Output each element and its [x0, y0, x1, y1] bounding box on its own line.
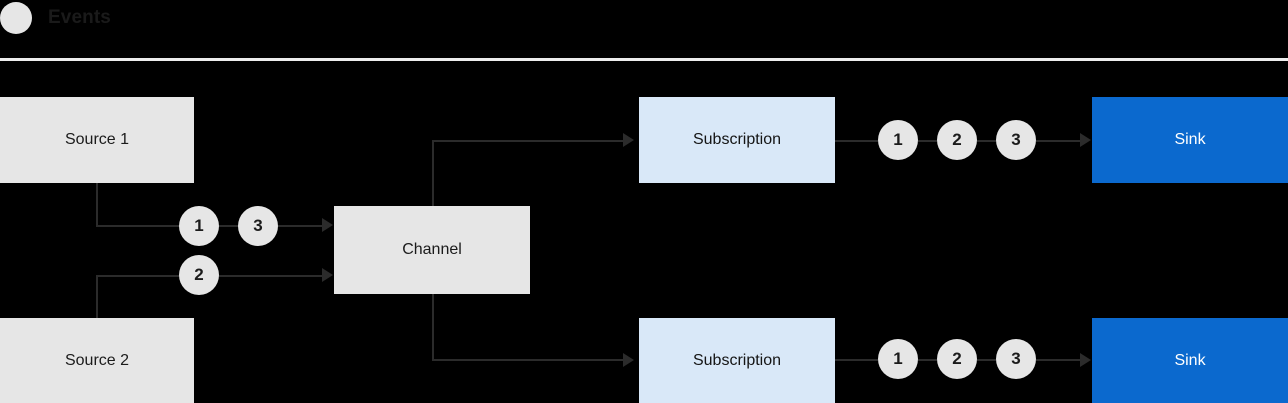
arrowhead-subscription1-sink1	[1080, 133, 1091, 147]
event-badge-source1-1: 1	[179, 206, 219, 246]
node-source-1-label: Source 1	[64, 131, 130, 149]
connector-sub2-badge3-sink	[1036, 359, 1082, 361]
event-badge-source1-3: 3	[238, 206, 278, 246]
connector-channel-up-vertical	[432, 140, 434, 207]
connector-badge2-channel	[218, 275, 324, 277]
connector-source1-lane-a	[96, 225, 182, 227]
connector-sub2-badge1	[835, 359, 878, 361]
event-badge-source2-2: 2	[179, 255, 219, 295]
arrowhead-source1-channel	[322, 218, 333, 232]
arrowhead-subscription2-sink2	[1080, 353, 1091, 367]
node-sink-1-label: Sink	[1174, 131, 1206, 149]
node-sink-1[interactable]: Sink	[1092, 97, 1288, 183]
connector-badge3-channel	[278, 225, 324, 227]
node-source-2[interactable]: Source 2	[0, 318, 194, 403]
event-badge-sub1-1: 1	[878, 120, 918, 160]
connector-source2-lane	[96, 275, 182, 277]
connector-channel-up-horizontal	[432, 140, 624, 142]
page-title: Events	[48, 7, 111, 28]
node-subscription-1-label: Subscription	[692, 131, 782, 149]
event-badge-sub2-1: 1	[878, 339, 918, 379]
circle-icon	[0, 2, 32, 34]
connector-sub2-badge1-badge2	[918, 359, 937, 361]
connector-sub2-badge2-badge3	[977, 359, 996, 361]
node-channel-label: Channel	[402, 241, 462, 259]
connector-source1-vertical	[96, 182, 98, 227]
node-source-1[interactable]: Source 1	[0, 97, 194, 183]
node-sink-2-label: Sink	[1174, 351, 1206, 369]
header-divider	[0, 58, 1288, 61]
connector-sub1-badge1-badge2	[918, 140, 937, 142]
node-channel[interactable]: Channel	[334, 206, 530, 294]
event-badge-sub1-2: 2	[937, 120, 977, 160]
connector-sub1-badge3-sink	[1036, 140, 1082, 142]
node-subscription-2[interactable]: Subscription	[639, 318, 835, 403]
connector-sub1-badge1	[835, 140, 878, 142]
event-badge-sub2-2: 2	[937, 339, 977, 379]
arrowhead-channel-subscription1	[623, 133, 634, 147]
event-badge-sub2-3: 3	[996, 339, 1036, 379]
node-source-2-label: Source 2	[64, 351, 130, 369]
connector-sub1-badge2-badge3	[977, 140, 996, 142]
arrowhead-source2-channel	[322, 268, 333, 282]
event-badge-sub1-3: 3	[996, 120, 1036, 160]
node-subscription-1[interactable]: Subscription	[639, 97, 835, 183]
connector-badge1-badge3	[218, 225, 240, 227]
node-sink-2[interactable]: Sink	[1092, 318, 1288, 403]
node-subscription-2-label: Subscription	[692, 351, 782, 369]
arrowhead-channel-subscription2	[623, 353, 634, 367]
connector-channel-down-vertical	[432, 293, 434, 361]
connector-source2-vertical	[96, 275, 98, 320]
connector-channel-down-horizontal	[432, 359, 624, 361]
